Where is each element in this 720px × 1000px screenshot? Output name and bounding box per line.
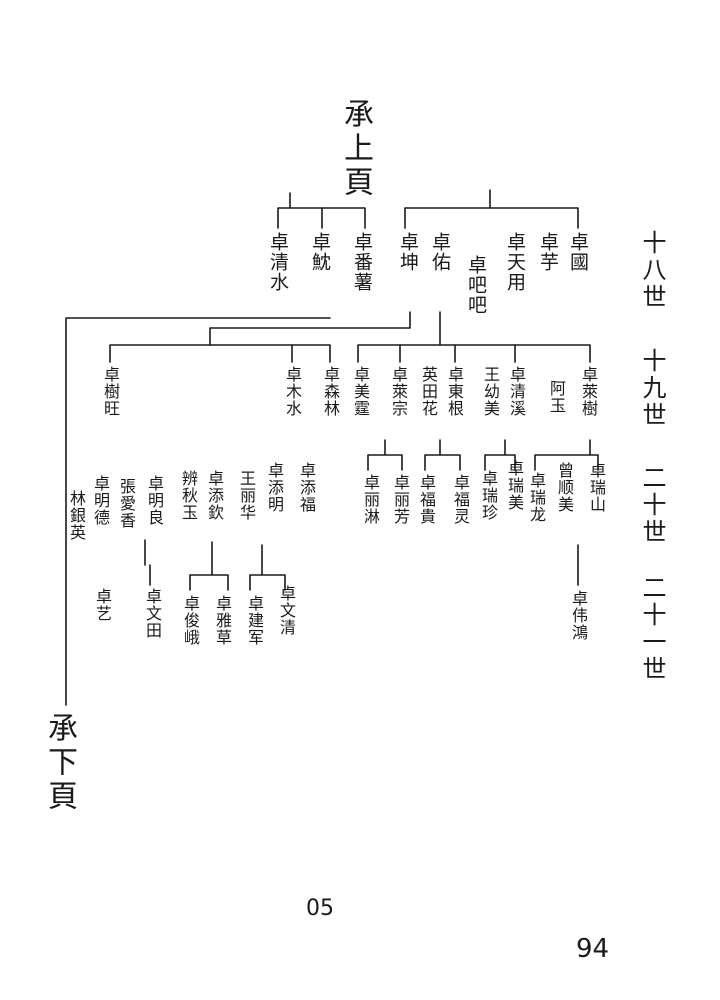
gen18-name: 卓坤 xyxy=(397,232,419,272)
gen20-name: 卓添福 xyxy=(297,462,316,513)
generation-label-18: 十八世 xyxy=(638,230,666,311)
gen20-name: 卓福貴 xyxy=(417,474,436,525)
gen20-name: 卓瑞龙 xyxy=(527,472,546,523)
gen19-name: 卓樹旺 xyxy=(101,366,120,417)
gen21-name: 卓雅草 xyxy=(213,595,232,646)
gen20-name: 張愛香 xyxy=(117,478,136,529)
gen19-name: 卓萊宗 xyxy=(389,366,408,417)
gen20-name: 卓瑞珍 xyxy=(479,470,498,521)
generation-label-21: 二十一世 xyxy=(638,575,666,683)
gen19-name: 卓木水 xyxy=(283,366,302,417)
gen21-name: 卓伟鴻 xyxy=(569,590,588,641)
gen20-name: 林銀英 xyxy=(67,490,86,541)
generation-label-19: 十九世 xyxy=(638,348,666,429)
gen19-name: 卓美霆 xyxy=(351,366,370,417)
gen19-name: 英田花 xyxy=(419,366,438,417)
gen21-name: 卓俊峨 xyxy=(181,595,200,646)
gen20-name: 卓明良 xyxy=(145,475,164,526)
gen20-name: 卓丽淋 xyxy=(361,474,380,525)
gen20-name: 曾顺美 xyxy=(555,462,574,513)
to-next-page-label: 承下頁 xyxy=(42,712,77,814)
generation-label-20: 二十世 xyxy=(638,465,666,546)
gen19-name: 卓萊樹 xyxy=(579,366,598,417)
gen21-name: 卓文田 xyxy=(143,588,162,639)
gen19-name: 卓東根 xyxy=(445,366,464,417)
gen18-name: 卓國 xyxy=(567,232,589,272)
gen19-name: 卓清溪 xyxy=(507,366,526,417)
gen20-name: 卓添欽 xyxy=(205,470,224,521)
page-code: 05 xyxy=(306,896,334,921)
gen18-name: 卓芋 xyxy=(537,232,559,272)
gen20-name: 卓福灵 xyxy=(451,474,470,525)
gen20-name: 卓明德 xyxy=(91,475,110,526)
gen20-name: 王丽华 xyxy=(237,470,256,521)
gen21-name: 卓建军 xyxy=(245,595,264,646)
gen18-name: 卓吧吧 xyxy=(465,255,487,315)
gen20-name: 卓瑞山 xyxy=(587,462,606,513)
from-previous-page-label: 承上頁 xyxy=(338,98,373,200)
gen19-name: 王幼美 xyxy=(481,366,500,417)
gen20-name: 辨秋玉 xyxy=(179,470,198,521)
gen21-name: 卓文清 xyxy=(277,585,296,636)
gen18-name: 卓清水 xyxy=(267,232,289,292)
page-number: 94 xyxy=(576,934,610,964)
gen20-name: 卓添明 xyxy=(265,462,284,513)
gen21-name: 卓艺 xyxy=(93,588,112,622)
gen18-name: 卓魫 xyxy=(309,232,331,272)
gen18-name: 卓番薯 xyxy=(351,232,373,292)
gen18-name: 卓天用 xyxy=(504,232,526,292)
gen19-name: 卓森林 xyxy=(321,366,340,417)
gen19-name: 阿玉 xyxy=(547,380,566,414)
gen20-name: 卓丽芳 xyxy=(391,474,410,525)
gen18-name: 卓佑 xyxy=(429,232,451,272)
gen20-name: 卓瑞美 xyxy=(505,460,524,511)
